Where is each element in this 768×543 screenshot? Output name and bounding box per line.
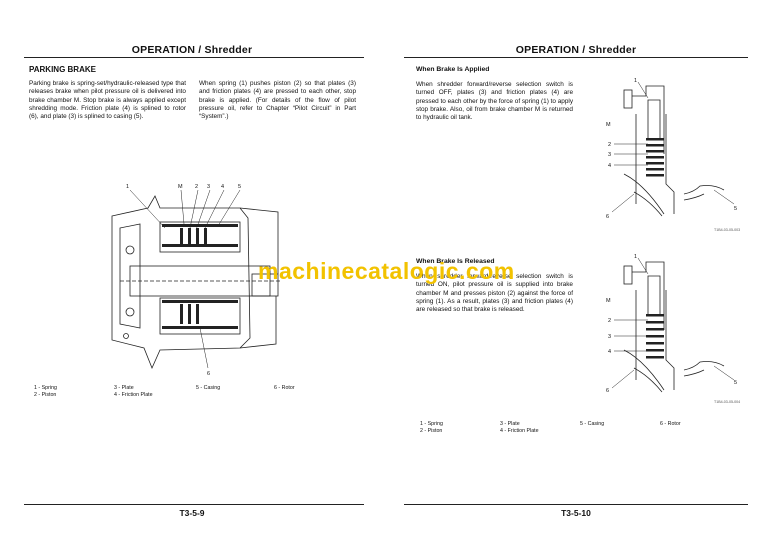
right-caption-5: 5 - Casing xyxy=(580,421,604,428)
brake-released-figure: 1 M 2 3 4 5 6 xyxy=(606,254,737,394)
parking-brake-cross-section-figure: 1 M 2 3 4 5 6 xyxy=(111,184,282,377)
released-label-3: 3 xyxy=(608,334,611,340)
brake-released-text: When shredder forward/reverse selection … xyxy=(416,273,573,314)
applied-label-3: 3 xyxy=(608,152,611,158)
left-fig-label-5: 5 xyxy=(238,184,241,190)
left-fig-label-4: 4 xyxy=(221,184,224,190)
left-fig-label-6: 6 xyxy=(207,371,210,377)
left-header-rule xyxy=(24,57,364,58)
right-caption-6: 6 - Rotor xyxy=(660,421,681,428)
right-caption-3-4: 3 - Plate 4 - Friction Plate xyxy=(500,421,539,436)
applied-label-4: 4 xyxy=(608,163,611,169)
applied-label-2: 2 xyxy=(608,142,611,148)
caption-item: 2 - Piston xyxy=(420,428,443,435)
released-figure-code: T1B4-03-05-004 xyxy=(714,400,741,404)
brake-applied-title: When Brake Is Applied xyxy=(416,66,490,73)
caption-item: 4 - Friction Plate xyxy=(114,392,153,399)
caption-item: 1 - Spring xyxy=(34,385,57,391)
caption-item: 5 - Casing xyxy=(580,421,605,427)
brake-applied-text: When shredder forward/reverse selection … xyxy=(416,81,574,122)
right-page-number: T3-5-10 xyxy=(561,508,591,518)
released-label-m: M xyxy=(606,298,611,304)
caption-item: 5 - Casing xyxy=(196,385,221,391)
released-label-4: 4 xyxy=(608,349,611,355)
caption-item: 6 - Rotor xyxy=(274,385,295,391)
applied-label-6: 6 xyxy=(606,214,609,220)
left-caption-3-4: 3 - Plate 4 - Friction Plate xyxy=(114,385,153,400)
brake-applied-figure: 1 M 2 3 4 5 6 xyxy=(606,78,737,220)
parking-brake-desc-left: Parking brake is spring-set/hydraulic-re… xyxy=(29,80,186,121)
released-label-2: 2 xyxy=(608,318,611,324)
applied-label-m: M xyxy=(606,122,611,128)
released-label-6: 6 xyxy=(606,388,609,394)
caption-item: 2 - Piston xyxy=(34,392,57,399)
caption-item: 3 - Plate xyxy=(500,421,520,427)
brake-released-title: When Brake Is Released xyxy=(416,258,495,265)
applied-figure-code: T1B4-03-05-003 xyxy=(714,228,741,232)
caption-item: 3 - Plate xyxy=(114,385,134,391)
applied-label-1: 1 xyxy=(634,78,637,84)
right-page: OPERATION / Shredder When Brake Is Appli… xyxy=(384,0,768,543)
released-label-5: 5 xyxy=(734,380,737,386)
left-caption-1-2: 1 - Spring 2 - Piston xyxy=(34,385,57,400)
left-fig-label-3: 3 xyxy=(207,184,210,190)
released-label-1: 1 xyxy=(634,254,637,260)
caption-item: 4 - Friction Plate xyxy=(500,428,539,435)
left-page-number: T3-5-9 xyxy=(179,508,205,518)
left-page-header: OPERATION / Shredder xyxy=(131,44,253,56)
left-fig-label-1: 1 xyxy=(126,184,129,190)
parking-brake-title: PARKING BRAKE xyxy=(29,65,96,74)
right-caption-1-2: 1 - Spring 2 - Piston xyxy=(420,421,443,436)
left-page: OPERATION / Shredder PARKING BRAKE Parki… xyxy=(24,44,364,518)
applied-label-5: 5 xyxy=(734,206,737,212)
right-header-rule xyxy=(404,57,748,58)
caption-item: 1 - Spring xyxy=(420,421,443,427)
left-fig-label-m: M xyxy=(178,184,183,190)
caption-item: 6 - Rotor xyxy=(660,421,681,427)
right-footer-rule xyxy=(404,504,748,505)
left-footer-rule xyxy=(24,504,364,505)
left-caption-5: 5 - Casing xyxy=(196,385,220,392)
left-caption-6: 6 - Rotor xyxy=(274,385,295,392)
right-page-header: OPERATION / Shredder xyxy=(515,44,637,56)
parking-brake-desc-right: When spring (1) pushes piston (2) so tha… xyxy=(199,80,356,121)
watermark-text: machinecatalogic.com xyxy=(258,258,515,284)
left-fig-label-2: 2 xyxy=(195,184,198,190)
